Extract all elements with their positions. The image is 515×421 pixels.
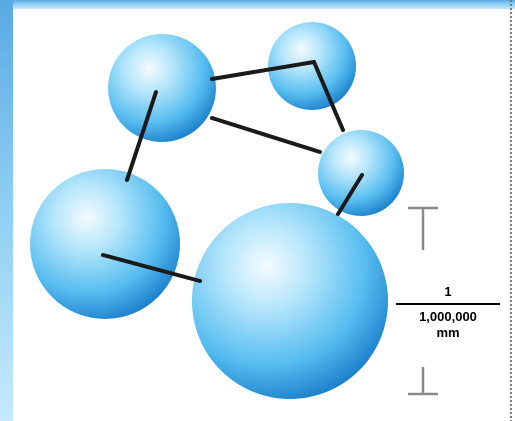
atom-sphere — [268, 22, 356, 110]
scale-bar — [408, 206, 438, 396]
frame-left — [0, 0, 13, 421]
bond-line — [125, 90, 158, 182]
fraction-bar — [396, 303, 500, 305]
scale-label: 1 1,000,000 mm — [392, 284, 504, 341]
bond-line — [101, 253, 202, 283]
scale-denominator: 1,000,000 — [419, 309, 477, 324]
bond-line — [210, 116, 322, 154]
atom-sphere — [318, 130, 404, 216]
atom-sphere — [108, 34, 216, 142]
bond-line — [336, 173, 364, 216]
frame-top — [0, 0, 515, 9]
atom-sphere — [30, 169, 180, 319]
scale-numerator: 1 — [444, 284, 452, 299]
bond-line — [210, 60, 316, 81]
scale-unit: mm — [436, 325, 460, 340]
bonds — [101, 60, 364, 283]
bond-line — [312, 60, 345, 132]
atom-sphere — [192, 203, 388, 399]
